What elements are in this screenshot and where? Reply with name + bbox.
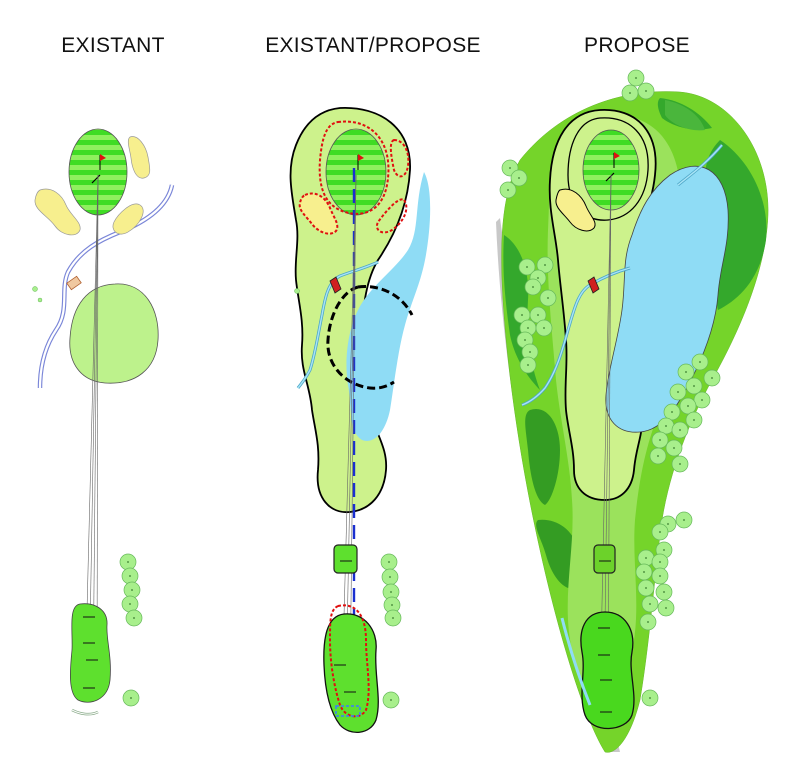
bunker [112, 203, 144, 235]
tree-icon [499, 181, 517, 199]
tree-icon [657, 599, 675, 617]
bunker [298, 192, 339, 235]
tree-icon [677, 363, 695, 381]
tree-icon [685, 377, 703, 395]
tree-icon [510, 169, 528, 187]
tree-icon [125, 609, 143, 627]
title-existing-proposed: EXISTANT/PROPOSE [265, 34, 481, 57]
fairway-area [69, 283, 159, 384]
tree-icon [665, 439, 683, 457]
bridge-icon [587, 276, 600, 294]
tree-icon [635, 563, 653, 581]
tee-box [323, 613, 379, 733]
tree-icon [382, 691, 400, 709]
tree-icon [649, 447, 667, 465]
tree-icon [669, 383, 687, 401]
tree-icon [119, 553, 137, 571]
tree-icon [663, 403, 681, 421]
tree-icon [122, 689, 140, 707]
tree-icon [655, 583, 673, 601]
forward-tee [593, 544, 616, 574]
panel-proposed [496, 69, 769, 753]
lake [346, 172, 431, 441]
tree-icon [539, 289, 557, 307]
flag-icon [358, 154, 364, 161]
flag-icon [100, 154, 106, 161]
tree-icon [639, 613, 657, 631]
tree-icon [381, 568, 399, 586]
tree-icon [627, 69, 645, 87]
flag-icon [614, 152, 620, 159]
tree-icon [519, 356, 537, 374]
tree-icon [651, 553, 669, 571]
forward-tee [333, 544, 358, 574]
tree-icon [703, 369, 721, 387]
tree-icon [621, 84, 639, 102]
tree-icon [121, 595, 139, 613]
tree-icon [657, 417, 675, 435]
tree-icon [691, 353, 709, 371]
panel-existing [32, 128, 175, 716]
tree-icon [641, 595, 659, 613]
bunker [127, 136, 151, 179]
tree-icon [651, 567, 669, 585]
bunker [34, 188, 81, 236]
tree-icon [685, 411, 703, 429]
tree-icon [675, 511, 693, 529]
tree-icon [121, 567, 139, 585]
tree-icon [693, 391, 711, 409]
tree-icon [651, 523, 669, 541]
title-proposed: PROPOSE [584, 34, 690, 57]
tree-icon [535, 319, 553, 337]
bunker [555, 188, 596, 232]
tree-icon [524, 278, 542, 296]
tree-icon [651, 431, 669, 449]
tee-box [69, 603, 111, 703]
title-existing: EXISTANT [61, 34, 165, 57]
tree-icon [384, 609, 402, 627]
bridge-icon [329, 276, 342, 294]
panel-existing-proposed [289, 107, 431, 733]
tree-icon [671, 421, 689, 439]
tree-icon [637, 82, 655, 100]
tree-icon [123, 581, 141, 599]
putting-green [325, 128, 387, 216]
tree-icon [679, 397, 697, 415]
tree-icon [637, 579, 655, 597]
tree-icon [380, 553, 398, 571]
tree-icon [641, 689, 659, 707]
tree-icon [671, 455, 689, 473]
tee-box [580, 611, 635, 730]
tree-icon [637, 549, 655, 567]
